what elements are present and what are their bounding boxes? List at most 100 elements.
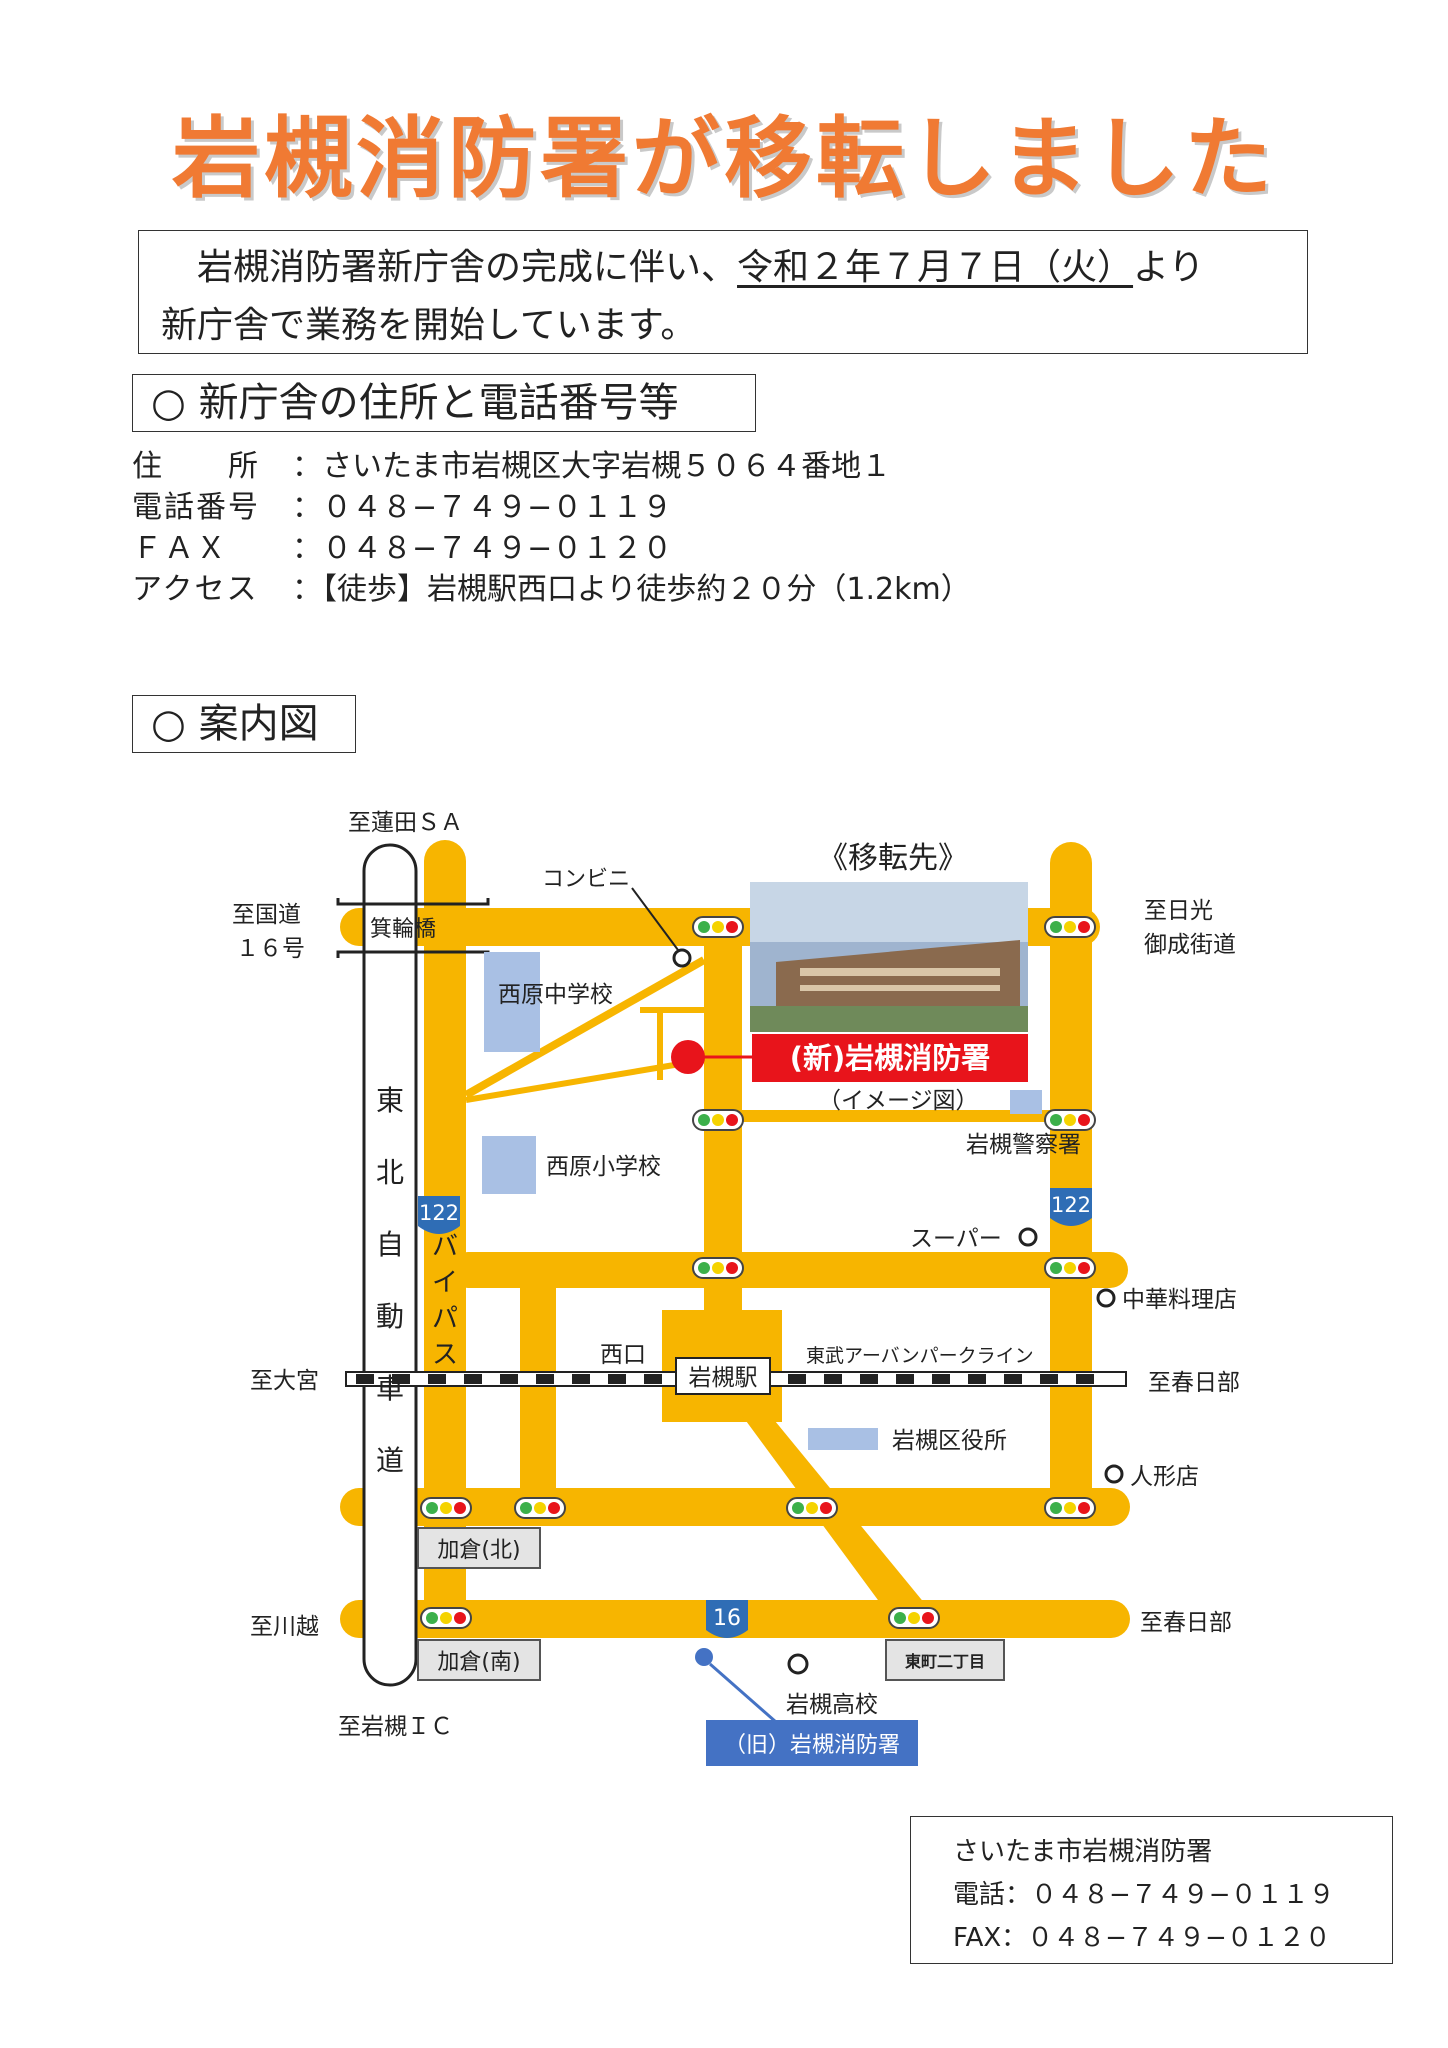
address-info: 住 所：さいたま市岩槻区大字岩槻５０６４番地１ 電話番号：０４８−７４９−０１１… xyxy=(132,446,971,610)
iwatsuki-station-label: 岩槻駅 xyxy=(689,1365,758,1391)
konbini-marker xyxy=(672,948,692,968)
label-to-route16-b: １６号 xyxy=(236,936,305,962)
old-station-label-box xyxy=(706,1720,918,1766)
access-row: アクセス：【徒歩】岩槻駅西口より徒歩約２０分（1.2km） xyxy=(132,572,971,607)
page-title: 岩槻消防署が移転しました xyxy=(171,107,1276,210)
rail-tie xyxy=(1076,1374,1094,1384)
rail-tie xyxy=(896,1374,914,1384)
supermarket-marker xyxy=(1018,1227,1038,1247)
rail-tie xyxy=(608,1374,626,1384)
label-konbini: コンビニ xyxy=(542,867,630,892)
traffic-signal xyxy=(786,1497,838,1519)
ward-office-building xyxy=(808,1428,878,1450)
label-to-kasukabe: 至春日部 xyxy=(1148,1370,1240,1396)
rail-tie xyxy=(968,1374,986,1384)
label-to-nikko: 至日光 xyxy=(1144,898,1213,924)
label-minowabashi: 箕輪橋 xyxy=(370,917,436,942)
label-doll-shop: 人形店 xyxy=(1130,1464,1199,1490)
new-station-marker xyxy=(671,1040,705,1074)
traffic-signal xyxy=(1044,1497,1096,1519)
route-16-label: 16 xyxy=(713,1606,741,1631)
kagura-north-box xyxy=(417,1527,541,1569)
traffic-signal xyxy=(692,1109,744,1131)
traffic-signal xyxy=(1044,1257,1096,1279)
label-bypass: バイパス xyxy=(432,1232,458,1370)
higashimachi-label: 東町二丁目 xyxy=(905,1652,985,1671)
label-ward-office: 岩槻区役所 xyxy=(892,1428,1007,1454)
route-122-shield-east: 122 xyxy=(1050,1188,1092,1226)
old-station-marker xyxy=(695,1648,713,1666)
police-building xyxy=(1010,1090,1042,1114)
route-122-label: 122 xyxy=(419,1201,459,1225)
traffic-signal xyxy=(692,1257,744,1279)
address-row: 住 所：さいたま市岩槻区大字岩槻５０６４番地１ xyxy=(132,449,892,484)
traffic-signal xyxy=(888,1607,940,1629)
side-streets xyxy=(464,956,1050,1122)
label-to-iwatsuki-ic: 至岩槻ＩＣ xyxy=(338,1714,453,1740)
traffic-signal xyxy=(1044,916,1096,938)
rail-tie xyxy=(500,1374,518,1384)
label-relocation: 《移転先》 xyxy=(818,841,968,876)
label-to-kasukabe-2: 至春日部 xyxy=(1140,1610,1232,1636)
label-to-kawagoe: 至川越 xyxy=(250,1614,319,1640)
old-station-label: （旧）岩槻消防署 xyxy=(724,1733,900,1758)
traffic-signal xyxy=(420,1497,472,1519)
doll-shop-marker xyxy=(1104,1464,1124,1484)
iwatsuki-hs-marker xyxy=(787,1653,809,1675)
label-iwatsuki-hs: 岩槻高校 xyxy=(786,1692,878,1718)
contact-fax: FAX：０４８−７４９−０１２０ xyxy=(953,1923,1331,1953)
kagura-north-label: 加倉(北) xyxy=(437,1538,520,1563)
contact-box: さいたま市岩槻消防署 電話：０４８−７４９−０１１９ FAX：０４８−７４９−０… xyxy=(910,1816,1393,1964)
new-station-label-box xyxy=(752,1034,1028,1082)
new-station-image xyxy=(750,882,1028,1032)
chinese-marker xyxy=(1096,1288,1116,1308)
traffic-signal xyxy=(514,1497,566,1519)
rail-tie xyxy=(932,1374,950,1384)
expressway-track xyxy=(362,843,418,1687)
phone-row: 電話番号：０４８−７４９−０１１９ xyxy=(132,490,673,525)
rail-tie xyxy=(1004,1374,1022,1384)
label-chinese: 中華料理店 xyxy=(1122,1287,1237,1313)
iwatsuki-station-box xyxy=(675,1357,771,1395)
rail-tie xyxy=(644,1374,662,1384)
label-to-omiya: 至大宮 xyxy=(250,1368,319,1394)
rail-tie xyxy=(572,1374,590,1384)
route-122-label: 122 xyxy=(1051,1193,1091,1217)
intro-box: 岩槻消防署新庁舎の完成に伴い、令和２年７月７日（火）より 新庁舎で業務を開始して… xyxy=(138,230,1308,354)
section-address-heading: ○ 新庁舎の住所と電話番号等 xyxy=(132,374,756,432)
traffic-signals xyxy=(420,916,1096,1629)
label-onari: 御成街道 xyxy=(1144,932,1236,958)
rail-tie xyxy=(464,1374,482,1384)
contact-name: さいたま市岩槻消防署 xyxy=(953,1837,1213,1867)
rail-tie xyxy=(788,1374,806,1384)
label-image-note: （イメージ図） xyxy=(818,1088,979,1114)
contact-tel: 電話：０４８−７４９−０１１９ xyxy=(953,1880,1335,1910)
traffic-signal xyxy=(692,916,744,938)
label-police: 岩槻警察署 xyxy=(966,1132,1081,1158)
label-to-route16: 至国道 xyxy=(232,902,301,928)
label-expressway: 東北自動車道 xyxy=(376,1084,404,1477)
start-date: 令和２年７月７日（火） xyxy=(737,247,1134,288)
rail-tie xyxy=(356,1374,374,1384)
rail-tie xyxy=(860,1374,878,1384)
intro-line-1: 岩槻消防署新庁舎の完成に伴い、令和２年７月７日（火）より xyxy=(161,239,1285,297)
new-station-label: (新)岩槻消防署 xyxy=(790,1041,991,1075)
section-map-heading: ○ 案内図 xyxy=(132,695,356,753)
label-nishihara-es: 西原小学校 xyxy=(546,1154,661,1180)
label-tobu: 東武アーバンパークライン xyxy=(806,1345,1034,1367)
rail-tie xyxy=(536,1374,554,1384)
traffic-signal xyxy=(420,1607,472,1629)
kagura-south-label: 加倉(南) xyxy=(437,1650,520,1675)
rail-tie xyxy=(1040,1374,1058,1384)
rail-tie xyxy=(428,1374,446,1384)
label-supermarket: スーパー xyxy=(910,1226,1002,1252)
intro-text: 岩槻消防署新庁舎の完成に伴い、 xyxy=(197,247,738,288)
rail-tie xyxy=(392,1374,410,1384)
route-16-shield: 16 xyxy=(706,1600,748,1638)
intro-text-end: より xyxy=(1133,247,1205,288)
rail-tie xyxy=(824,1374,842,1384)
label-west-exit: 西口 xyxy=(600,1342,646,1368)
label-to-hasuda: 至蓮田ＳＡ xyxy=(348,810,463,836)
kagura-south-box xyxy=(417,1639,541,1681)
